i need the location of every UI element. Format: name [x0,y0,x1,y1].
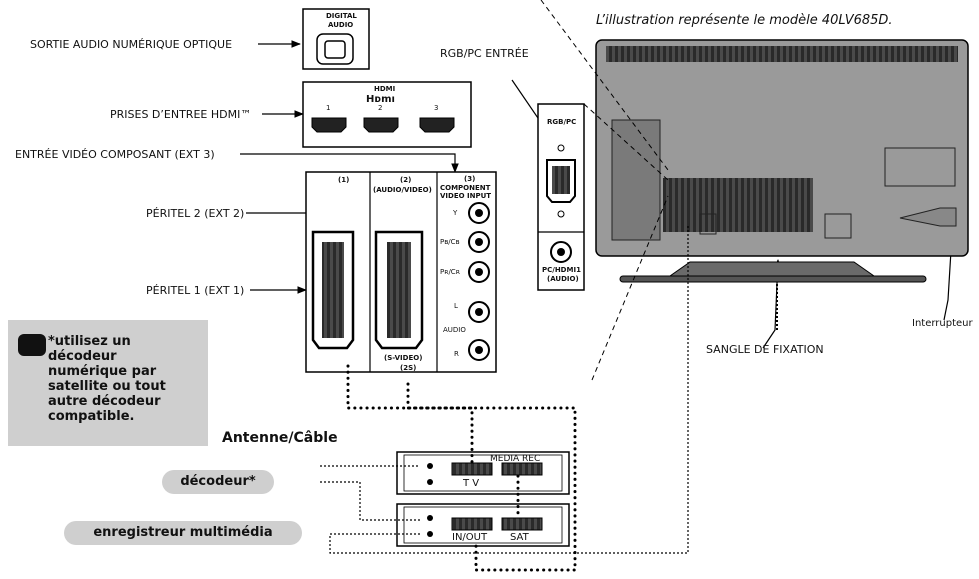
scart2-sub: (AUDIO/VIDEO) [373,186,432,194]
digital-audio-text-1: DIGITAL [326,12,357,20]
rgbpc-label: RGB/PC ENTRÉE [440,47,529,60]
strap-label: SANGLE DE FIXATION [706,343,824,356]
tv-back [595,39,969,330]
component-text-2: VIDEO INPUT [440,192,492,200]
model-caption: L’illustration représente le modèle 40LV… [596,13,893,28]
hand-icon [18,334,46,356]
rgbpc-tag: RGB/PC [547,118,577,126]
recorder-label: enregistreur multimédia [64,521,302,545]
jack-r: R [454,350,459,358]
component-arrow [240,153,459,173]
hdmi-port-3: 3 [434,104,439,112]
in-out-label: IN/OUT [452,532,488,543]
component-tag: (3) [464,175,476,183]
rgbpc-panel [537,103,585,291]
sat-label: SAT [510,532,529,543]
decoder-label: décodeur* [162,470,274,494]
svideo-text: (S-VIDEO) [384,354,423,362]
jack-y: Y [453,209,458,217]
scart1-tag: (1) [338,176,350,184]
pc-hdmi-text-1: PC/HDMI1 [542,266,581,274]
hdmi-label: PRISES D’ENTREE HDMI™ [110,108,252,121]
strap-arrow [762,259,782,349]
optical-label: SORTIE AUDIO NUMÉRIQUE OPTIQUE [30,38,233,51]
jack-l: L [454,302,458,310]
scart2-tag: (2) [400,176,412,184]
recorder-device [396,503,570,547]
component-label: ENTRÉE VIDÉO COMPOSANT (EXT 3) [15,148,215,161]
antenna-label: Antenne/Câble [222,430,338,446]
hdmi-logo: Hᴅmı [366,94,395,105]
jack-pb: Pʙ/Cʙ [440,238,460,246]
digital-audio-panel [302,8,370,70]
cable-scart1-tv [346,364,474,464]
hdmi-header-text: HDMI [374,85,396,93]
hdmi-port-2: 2 [378,104,383,112]
av-panel [305,171,497,373]
scart2-label: PÉRITEL 2 (EXT 2) [146,207,245,220]
scart1-label: PÉRITEL 1 (EXT 1) [146,284,245,297]
media-rec-label: MEDIA REC [490,454,541,464]
cable-scart2-recorder [406,382,577,572]
note-text: *utilisez un décodeur numérique par sate… [48,334,166,424]
hdmi-port-1: 1 [326,104,331,112]
decoder-device [396,451,570,495]
digital-audio-text-2: AUDIO [328,21,354,29]
hdmi-panel [302,81,472,148]
svideo-tag: (2S) [400,364,417,372]
tv-socket-label: T V [463,478,480,489]
audio-text: AUDIO [443,326,466,334]
component-text-1: COMPONENT [440,184,491,192]
pc-hdmi-text-2: (AUDIO) [547,275,579,283]
jack-pr: Pʀ/Cʀ [440,268,460,276]
switch-label: Interrupteur [912,318,973,329]
